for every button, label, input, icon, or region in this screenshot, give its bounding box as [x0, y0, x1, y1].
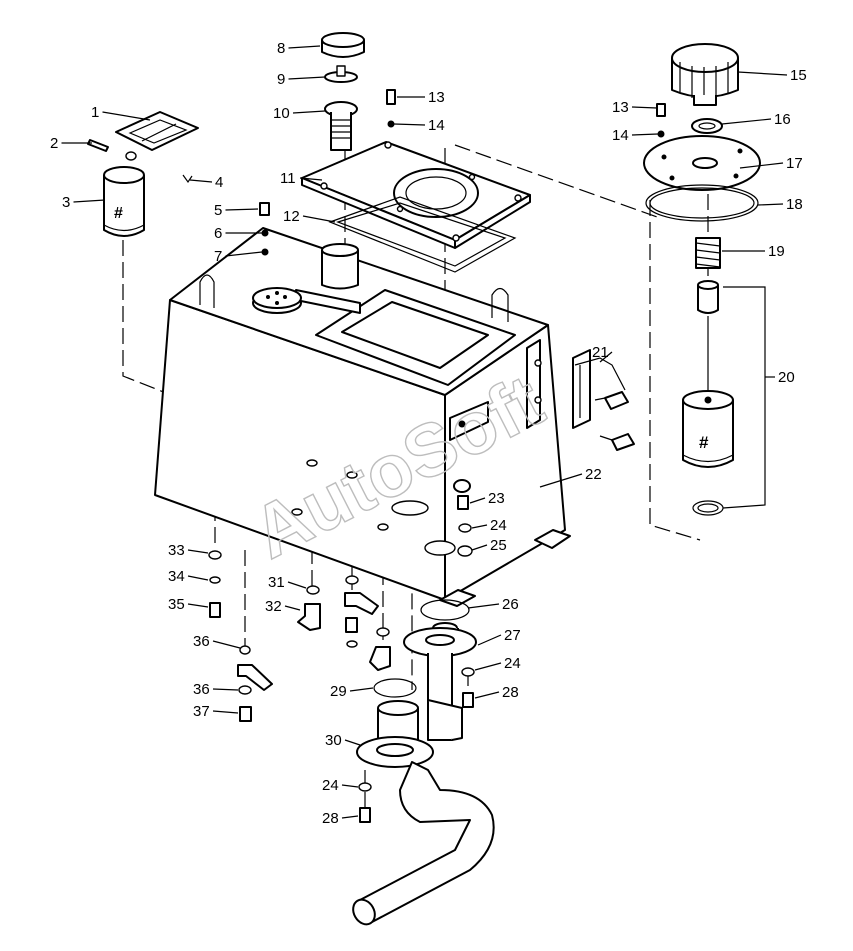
- leader-line-7: [225, 251, 263, 257]
- callout-label-26: 26: [502, 596, 519, 613]
- callout-label-7: 7: [214, 248, 222, 265]
- cover-plate-assembly: [301, 141, 531, 273]
- callout-label-14b: 14: [612, 127, 629, 144]
- leader-line-11: [299, 177, 323, 181]
- leader-line-26: [467, 603, 500, 609]
- leader-line-34: [187, 575, 209, 581]
- callout-label-12: 12: [283, 208, 300, 225]
- leader-line-1: [102, 111, 151, 121]
- callout-label-34: 34: [168, 568, 185, 585]
- leader-line-4: [189, 179, 213, 183]
- callout-label-27: 27: [504, 627, 521, 644]
- leader-line-36b: [212, 688, 239, 691]
- small-fasteners: [259, 89, 666, 557]
- leader-line-21: [599, 351, 613, 363]
- callout-label-17: 17: [786, 155, 803, 172]
- callout-label-2: 2: [50, 135, 58, 152]
- leader-line-28b: [341, 815, 359, 819]
- callout-label-24a: 24: [490, 517, 507, 534]
- callout-label-9: 9: [277, 71, 285, 88]
- leader-line-24a: [471, 524, 488, 529]
- callout-label-36a: 36: [193, 633, 210, 650]
- leader-line-18: [757, 203, 784, 206]
- callout-label-13b: 13: [612, 99, 629, 116]
- callout-labels: 1234567891011121314131415161718192021222…: [50, 40, 807, 827]
- leader-line-25: [471, 544, 488, 551]
- callout-label-28b: 28: [322, 810, 339, 827]
- leader-line-31: [287, 581, 307, 589]
- leader-line-33: [187, 549, 209, 554]
- callout-label-13a: 13: [428, 89, 445, 106]
- leader-line-28a: [474, 691, 500, 699]
- callout-label-6: 6: [214, 225, 222, 242]
- leader-line-27: [477, 634, 502, 646]
- callout-label-8: 8: [277, 40, 285, 57]
- callout-label-31: 31: [268, 574, 285, 591]
- leader-line-10: [292, 110, 326, 114]
- leader-line-24c: [341, 784, 359, 788]
- svg-text:#: #: [699, 433, 709, 452]
- leader-line-3: [73, 199, 106, 203]
- leader-line-5: [225, 208, 259, 211]
- leader-line-15: [737, 71, 788, 76]
- callout-label-19: 19: [768, 243, 785, 260]
- callout-label-21: 21: [592, 344, 609, 361]
- callout-label-5: 5: [214, 202, 222, 219]
- callout-label-18: 18: [786, 196, 803, 213]
- leader-line-36a: [212, 640, 241, 649]
- breather-strainer-assembly: #: [87, 111, 199, 237]
- leader-line-13b: [631, 106, 658, 109]
- callout-label-10: 10: [273, 105, 290, 122]
- bottom-fittings: [208, 550, 391, 722]
- callout-label-24c: 24: [322, 777, 339, 794]
- leader-line-35: [187, 603, 209, 608]
- leader-line-37: [212, 710, 239, 714]
- leader-line-32: [284, 605, 301, 611]
- leader-line-17: [739, 162, 784, 169]
- callout-label-28a: 28: [502, 684, 519, 701]
- callout-label-23: 23: [488, 490, 505, 507]
- leader-line-30: [344, 739, 361, 746]
- callout-label-32: 32: [265, 598, 282, 615]
- filler-cap-assembly: [252, 32, 365, 314]
- callout-label-35: 35: [168, 596, 185, 613]
- filler-breather-right: #: [643, 43, 766, 516]
- callout-label-25: 25: [490, 537, 507, 554]
- callout-label-37: 37: [193, 703, 210, 720]
- callout-label-1: 1: [91, 104, 99, 121]
- leader-line-14a: [393, 123, 426, 126]
- suction-pipe-assembly: [352, 599, 495, 926]
- callout-label-29: 29: [330, 683, 347, 700]
- callout-label-3: 3: [62, 194, 70, 211]
- callout-label-16: 16: [774, 111, 791, 128]
- tank-body: [154, 227, 571, 607]
- callout-label-33: 33: [168, 542, 185, 559]
- callout-label-20: 20: [778, 369, 795, 386]
- callout-label-24b: 24: [504, 655, 521, 672]
- callout-label-4: 4: [215, 174, 223, 191]
- callout-label-22: 22: [585, 466, 602, 483]
- leader-line-23: [469, 497, 486, 504]
- callout-label-14a: 14: [428, 117, 445, 134]
- leader-line-12: [302, 215, 336, 223]
- callout-label-36b: 36: [193, 681, 210, 698]
- callout-label-30: 30: [325, 732, 342, 749]
- leader-line-24b: [474, 662, 502, 671]
- svg-text:#: #: [114, 205, 123, 222]
- leader-line-22: [539, 473, 583, 488]
- sight-gauge-assembly: [572, 349, 635, 451]
- leader-line-29: [349, 687, 374, 692]
- leader-line-9: [288, 76, 326, 80]
- callout-label-11: 11: [280, 170, 296, 187]
- leader-line-14b: [631, 133, 659, 136]
- callout-label-15: 15: [790, 67, 807, 84]
- leader-line-16: [721, 118, 772, 125]
- leader-line-8: [288, 45, 321, 49]
